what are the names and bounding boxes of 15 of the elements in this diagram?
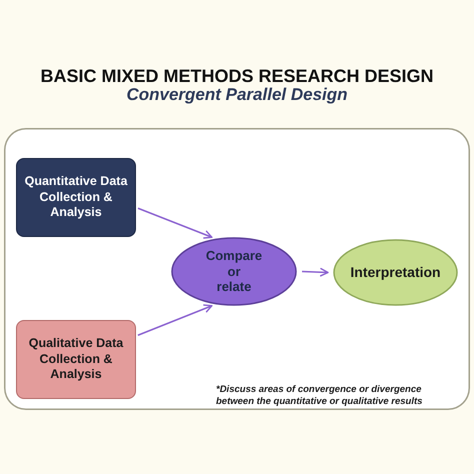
box-label: Qualitative Data Collection & Analysis [28,336,124,383]
footnote-text: *Discuss areas of convergence or divergence between the quantitative or qualitative results [216,384,424,407]
node-label: Interpretation [350,264,441,281]
arrow [138,304,213,336]
node-label: Compare or relate [204,248,264,295]
box-label: Quantitative Data Collection & Analysis [24,174,128,221]
title: BASIC MIXED METHODS RESEARCH DESIGN [39,66,435,88]
oval-node [171,237,297,306]
process-box [16,320,136,399]
content-panel [4,128,470,410]
process-box [16,158,136,237]
subtitle: Convergent Parallel Design [125,85,349,106]
arrow [302,268,329,277]
arrow [138,208,213,239]
oval-node [333,239,458,306]
